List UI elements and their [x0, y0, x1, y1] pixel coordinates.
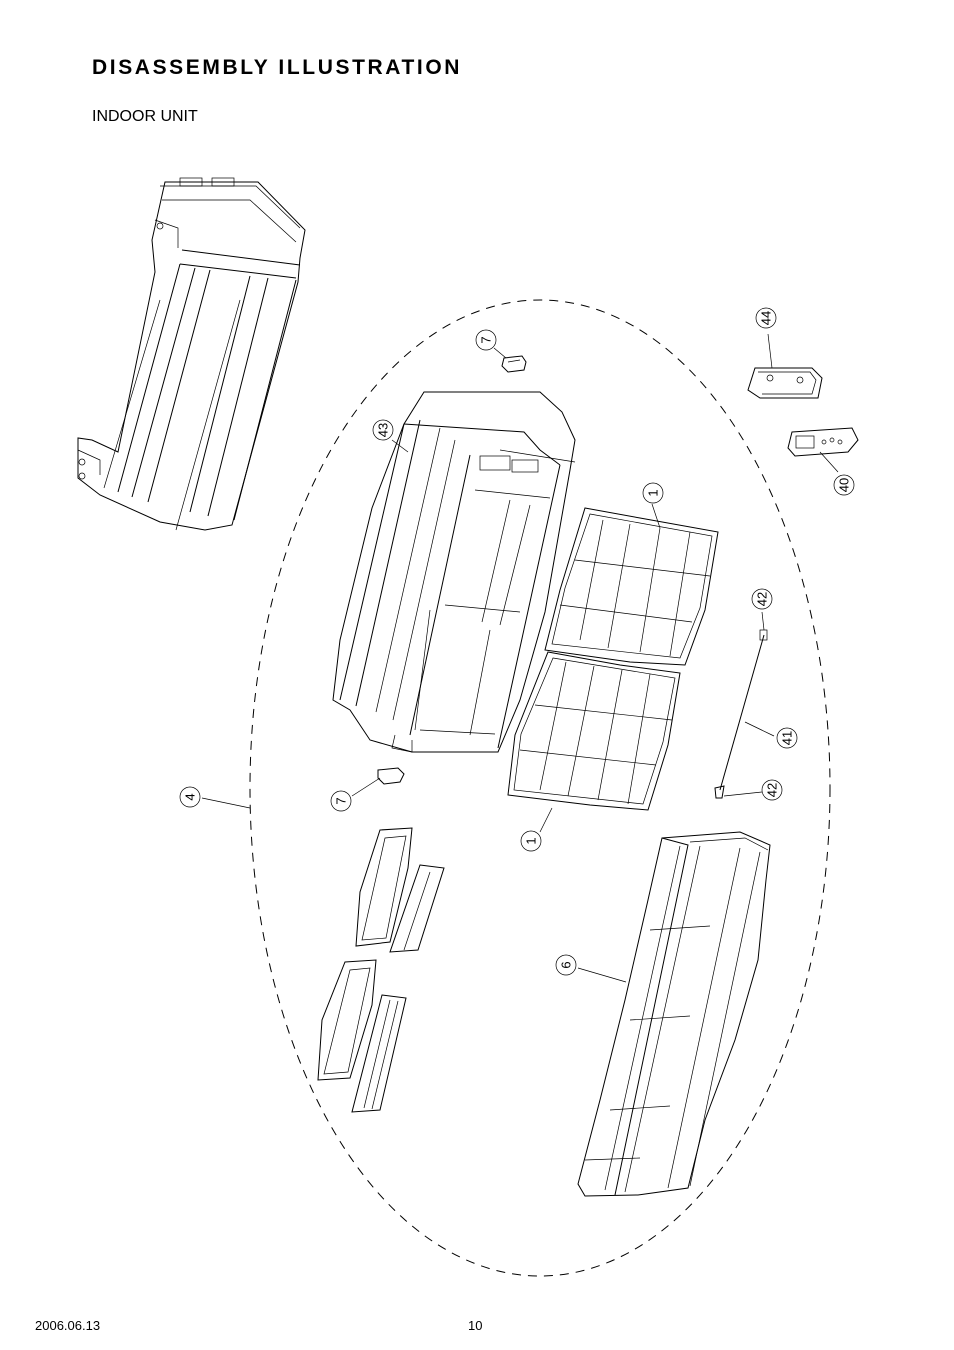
chassis-part — [77, 177, 306, 531]
callout-42-upper: 42 — [751, 588, 773, 610]
clip-part-top — [501, 355, 527, 373]
svg-text:42: 42 — [765, 783, 780, 797]
wire-part — [714, 629, 768, 799]
callout-4: 4 — [179, 786, 201, 808]
svg-text:41: 41 — [780, 731, 795, 745]
callout-1-lower: 1 — [520, 830, 542, 852]
svg-text:44: 44 — [759, 311, 774, 325]
callout-44: 44 — [755, 307, 777, 329]
callout-40: 40 — [833, 474, 855, 496]
page-number: 10 — [468, 1318, 483, 1333]
svg-text:40: 40 — [837, 478, 852, 492]
svg-text:4: 4 — [183, 793, 198, 800]
svg-text:1: 1 — [524, 837, 539, 844]
air-filter-part-lower — [507, 651, 681, 811]
callout-7-lower: 7 — [330, 790, 352, 812]
callout-1-upper: 1 — [642, 482, 664, 504]
clip-part-lower — [377, 767, 405, 785]
filter-cartridge-parts — [317, 827, 445, 1113]
page-title: DISASSEMBLY ILLUSTRATION — [92, 56, 463, 79]
svg-text:7: 7 — [334, 797, 349, 804]
svg-text:1: 1 — [646, 489, 661, 496]
svg-text:7: 7 — [479, 336, 494, 343]
callout-6: 6 — [555, 954, 577, 976]
air-filter-part-upper — [544, 507, 719, 666]
svg-text:6: 6 — [559, 961, 574, 968]
footer-date: 2006.06.13 — [35, 1318, 101, 1333]
callout-43: 43 — [372, 419, 394, 441]
svg-text:42: 42 — [755, 592, 770, 606]
remote-holder-part — [747, 367, 823, 399]
leader-lines — [201, 333, 839, 983]
callout-41: 41 — [776, 727, 798, 749]
assembly-group-outline — [249, 299, 831, 1277]
section-subtitle: INDOOR UNIT — [92, 108, 198, 125]
remote-controller-part — [787, 427, 859, 457]
callout-42-lower: 42 — [761, 779, 783, 801]
svg-text:43: 43 — [376, 423, 391, 437]
front-frame-part — [332, 391, 576, 753]
front-panel-part — [577, 831, 771, 1197]
callout-7-top: 7 — [475, 329, 497, 351]
